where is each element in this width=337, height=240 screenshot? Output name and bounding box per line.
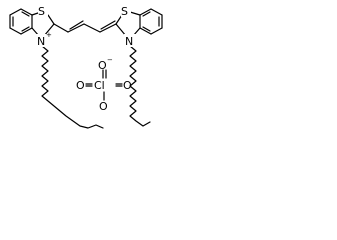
right-benzothiazole bbox=[115, 8, 163, 127]
perchlorate-anion bbox=[85, 69, 123, 101]
left-nitrogen-charge: + bbox=[46, 31, 52, 39]
chemical-structure-canvas: S N + S N O − O Cl O O bbox=[9, 4, 163, 129]
right-benzene-ring bbox=[139, 8, 163, 35]
cyanine-dye-structure: S N + S N O − O Cl O O bbox=[9, 4, 163, 129]
right-alkyl-chain bbox=[129, 45, 151, 127]
left-sulfur-atom: S bbox=[38, 5, 45, 18]
perchlorate-oxygen-bottom: O bbox=[99, 100, 108, 113]
perchlorate-chlorine-atom: Cl bbox=[94, 79, 105, 92]
left-alkyl-chain bbox=[41, 45, 104, 129]
perchlorate-oxygen-top: O bbox=[98, 59, 107, 72]
right-nitrogen-atom: N bbox=[125, 35, 133, 48]
methine-bridge bbox=[53, 20, 117, 33]
perchlorate-oxygen-right: O bbox=[123, 79, 132, 92]
right-sulfur-atom: S bbox=[121, 5, 128, 18]
perchlorate-oxygen-left: O bbox=[76, 79, 85, 92]
left-benzene-ring bbox=[9, 8, 33, 35]
left-nitrogen-atom: N bbox=[37, 35, 45, 48]
perchlorate-oxygen-charge: − bbox=[107, 56, 113, 64]
